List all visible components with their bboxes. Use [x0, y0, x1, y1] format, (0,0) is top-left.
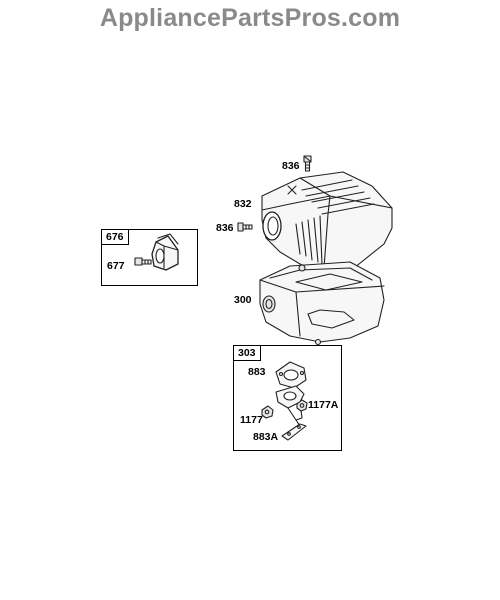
kit-676-label: 676 [102, 230, 129, 245]
kit-303-label: 303 [234, 346, 261, 361]
part-label-1177[interactable]: 1177 [240, 414, 263, 426]
deflector-676-illustration [151, 233, 179, 271]
part-label-836-top[interactable]: 836 [282, 160, 300, 172]
screw-836-side-illustration [237, 222, 253, 232]
gasket-883-illustration [275, 361, 307, 389]
part-label-677[interactable]: 677 [107, 260, 125, 272]
part-label-1177a[interactable]: 1177A [308, 399, 339, 411]
part-label-883[interactable]: 883 [248, 366, 266, 378]
muffler-guard-832-illustration [261, 171, 393, 273]
gasket-883a-illustration [281, 423, 307, 441]
screw-836-top-illustration [303, 155, 312, 172]
nut-1177-illustration [261, 405, 274, 419]
screw-677-illustration [134, 257, 152, 266]
part-label-832[interactable]: 832 [234, 198, 252, 210]
kit-303-box[interactable]: 303 [233, 345, 342, 451]
part-label-883a[interactable]: 883A [253, 431, 279, 443]
site-watermark: AppliancePartsPros.com [99, 4, 401, 32]
nut-1177a-illustration [296, 399, 308, 412]
muffler-300-illustration [259, 261, 385, 346]
kit-676-box[interactable]: 676 [101, 229, 198, 286]
part-label-836-side[interactable]: 836 [216, 222, 234, 234]
exhaust-port-illustration [275, 385, 305, 427]
part-label-300[interactable]: 300 [234, 294, 252, 306]
